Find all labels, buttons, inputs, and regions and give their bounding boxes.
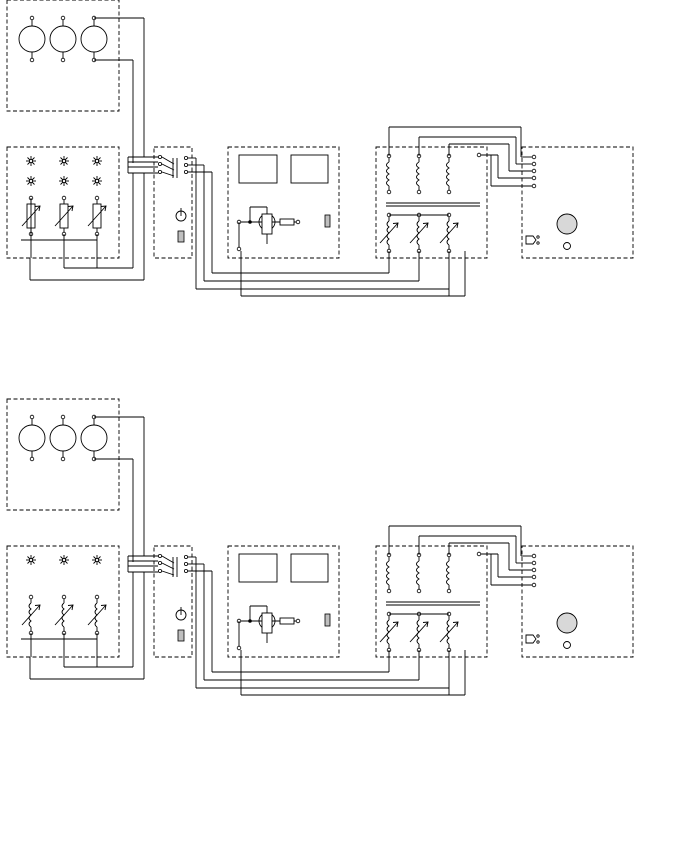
panel-upper [7, 0, 633, 296]
panel-lower-circuit [7, 399, 633, 695]
panel-lower-inductor-load [21, 572, 133, 667]
panel-upper-circuit [7, 0, 633, 296]
panel-lower [7, 399, 633, 695]
panel-upper-resistor-load [21, 173, 133, 268]
